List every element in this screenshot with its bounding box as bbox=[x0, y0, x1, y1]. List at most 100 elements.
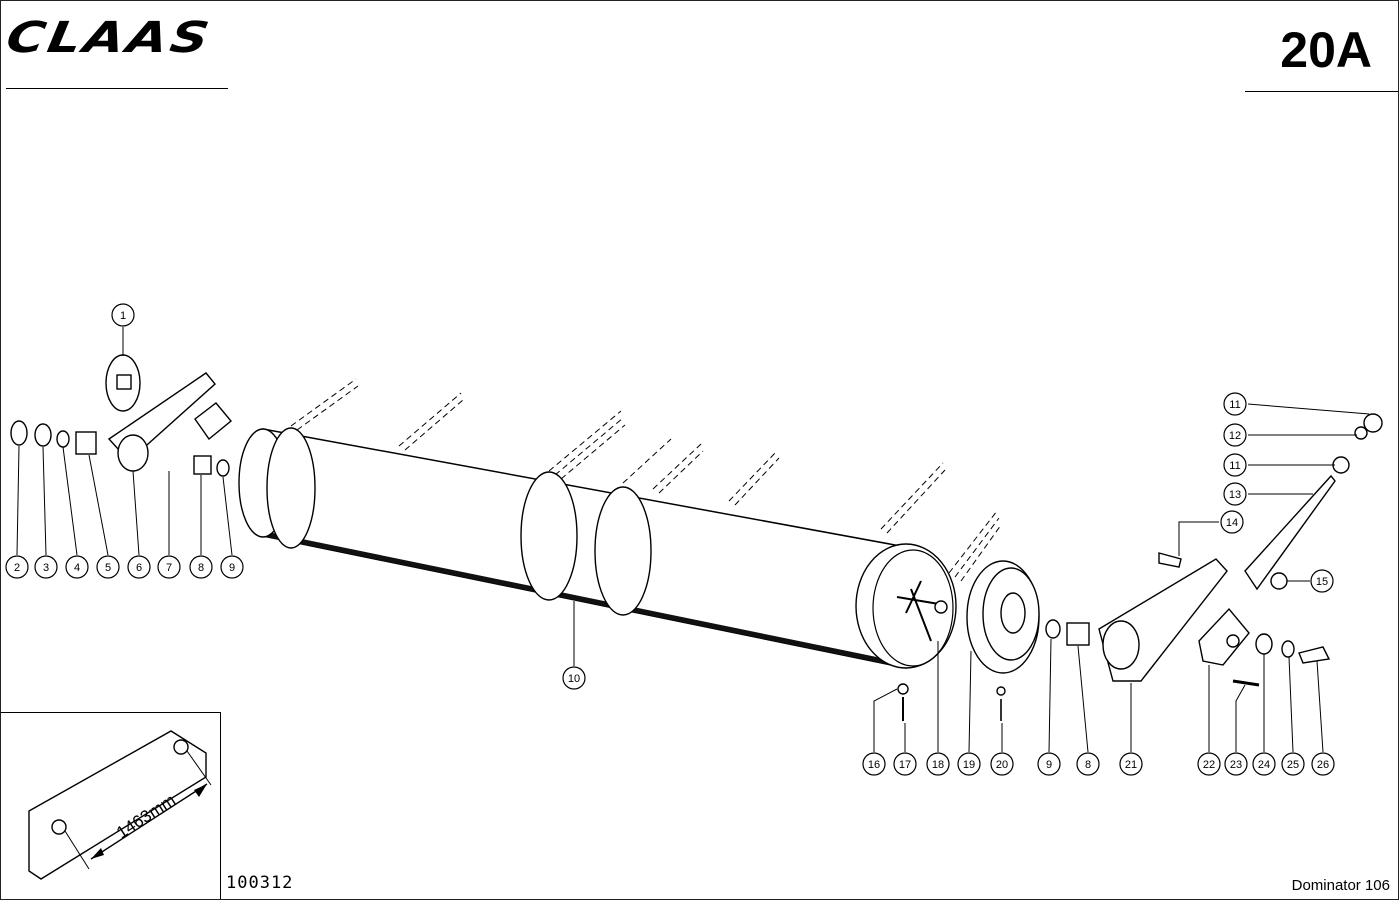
callout-c8b: 8 bbox=[1076, 752, 1100, 776]
callout-c12: 12 bbox=[1223, 423, 1247, 447]
callout-c23: 23 bbox=[1224, 752, 1248, 776]
callout-c5: 5 bbox=[96, 555, 120, 579]
callout-circle bbox=[1252, 752, 1276, 776]
callout-number: 13 bbox=[1229, 489, 1241, 501]
callout-c6: 6 bbox=[127, 555, 151, 579]
callout-number: 21 bbox=[1125, 759, 1137, 771]
callout-c13: 13 bbox=[1223, 482, 1247, 506]
callout-number: 11 bbox=[1229, 460, 1240, 472]
callout-number: 9 bbox=[1046, 759, 1052, 771]
callout-circle bbox=[127, 555, 151, 579]
callout-number: 25 bbox=[1287, 759, 1299, 771]
callout-circle bbox=[893, 752, 917, 776]
callout-circle bbox=[220, 555, 244, 579]
callout-circle bbox=[1076, 752, 1100, 776]
inset-frame bbox=[1, 712, 221, 899]
callout-circle bbox=[1224, 752, 1248, 776]
document-number: 100312 bbox=[226, 873, 294, 893]
callout-circle bbox=[862, 752, 886, 776]
callout-c3: 3 bbox=[34, 555, 58, 579]
callout-circle bbox=[5, 555, 29, 579]
callout-number: 2 bbox=[14, 562, 20, 574]
callout-c24: 24 bbox=[1252, 752, 1276, 776]
hidden-lines bbox=[290, 378, 1002, 582]
callout-number: 10 bbox=[568, 673, 580, 685]
callout-circle bbox=[1119, 752, 1143, 776]
callout-circle bbox=[1197, 752, 1221, 776]
callout-circle bbox=[990, 752, 1014, 776]
callout-c14: 14 bbox=[1220, 510, 1244, 534]
callout-number: 20 bbox=[996, 759, 1008, 771]
callout-number: 22 bbox=[1203, 759, 1215, 771]
callout-circle bbox=[926, 752, 950, 776]
page-code: 20A bbox=[1280, 22, 1372, 78]
callout-c21: 21 bbox=[1119, 752, 1143, 776]
callout-number: 15 bbox=[1316, 576, 1328, 588]
callout-number: 23 bbox=[1230, 759, 1242, 771]
callout-circle bbox=[34, 555, 58, 579]
callout-number: 14 bbox=[1226, 517, 1238, 529]
callout-c1: 1 bbox=[111, 303, 135, 327]
callout-number: 5 bbox=[105, 562, 111, 574]
callout-circle bbox=[96, 555, 120, 579]
callout-circle bbox=[1311, 752, 1335, 776]
logo-underline bbox=[6, 88, 228, 89]
leader-lines bbox=[16, 327, 1370, 753]
callout-number: 8 bbox=[1085, 759, 1091, 771]
callout-c15: 15 bbox=[1310, 569, 1334, 593]
callout-circle bbox=[1223, 482, 1247, 506]
callout-circle bbox=[1223, 453, 1247, 477]
callout-circle bbox=[1223, 423, 1247, 447]
callout-number: 24 bbox=[1258, 759, 1270, 771]
callout-circle bbox=[1220, 510, 1244, 534]
callout-circle bbox=[562, 666, 586, 690]
callout-number: 4 bbox=[74, 562, 80, 574]
callout-number: 11 bbox=[1229, 399, 1240, 411]
callout-c9b: 9 bbox=[1037, 752, 1061, 776]
callout-c4: 4 bbox=[65, 555, 89, 579]
callout-number: 1 bbox=[120, 310, 126, 322]
callout-c25: 25 bbox=[1281, 752, 1305, 776]
callout-number: 7 bbox=[166, 562, 172, 574]
callout-c11a: 11 bbox=[1223, 392, 1247, 416]
callout-c18: 18 bbox=[926, 752, 950, 776]
callout-c26: 26 bbox=[1311, 752, 1335, 776]
callout-c16: 16 bbox=[862, 752, 886, 776]
callout-number: 6 bbox=[136, 562, 142, 574]
callout-circle bbox=[65, 555, 89, 579]
callout-circle bbox=[157, 555, 181, 579]
callout-c17: 17 bbox=[893, 752, 917, 776]
page-code-underline bbox=[1245, 91, 1398, 92]
right-end-parts bbox=[897, 413, 1383, 721]
callout-number: 3 bbox=[43, 562, 49, 574]
callout-c10: 10 bbox=[562, 666, 586, 690]
callout-circle bbox=[111, 303, 135, 327]
callout-c8a: 8 bbox=[189, 555, 213, 579]
callout-number: 12 bbox=[1229, 430, 1241, 442]
callout-c20: 20 bbox=[990, 752, 1014, 776]
callout-circle bbox=[1223, 392, 1247, 416]
callout-circle bbox=[189, 555, 213, 579]
callout-number: 18 bbox=[932, 759, 944, 771]
left-end-parts bbox=[10, 354, 232, 477]
callout-number: 8 bbox=[198, 562, 204, 574]
callout-circle bbox=[1037, 752, 1061, 776]
callout-circle bbox=[957, 752, 981, 776]
callout-number: 19 bbox=[963, 759, 975, 771]
callout-c19: 19 bbox=[957, 752, 981, 776]
callout-c2: 2 bbox=[5, 555, 29, 579]
callout-circle bbox=[1281, 752, 1305, 776]
conveyor-drum bbox=[238, 427, 957, 669]
callout-c9a: 9 bbox=[220, 555, 244, 579]
callout-number: 26 bbox=[1317, 759, 1329, 771]
callout-c22: 22 bbox=[1197, 752, 1221, 776]
callout-number: 17 bbox=[899, 759, 911, 771]
callout-number: 9 bbox=[229, 562, 235, 574]
callout-c11b: 11 bbox=[1223, 453, 1247, 477]
callout-number: 16 bbox=[868, 759, 880, 771]
model-name: Dominator 106 bbox=[1291, 877, 1390, 894]
callout-c7: 7 bbox=[157, 555, 181, 579]
